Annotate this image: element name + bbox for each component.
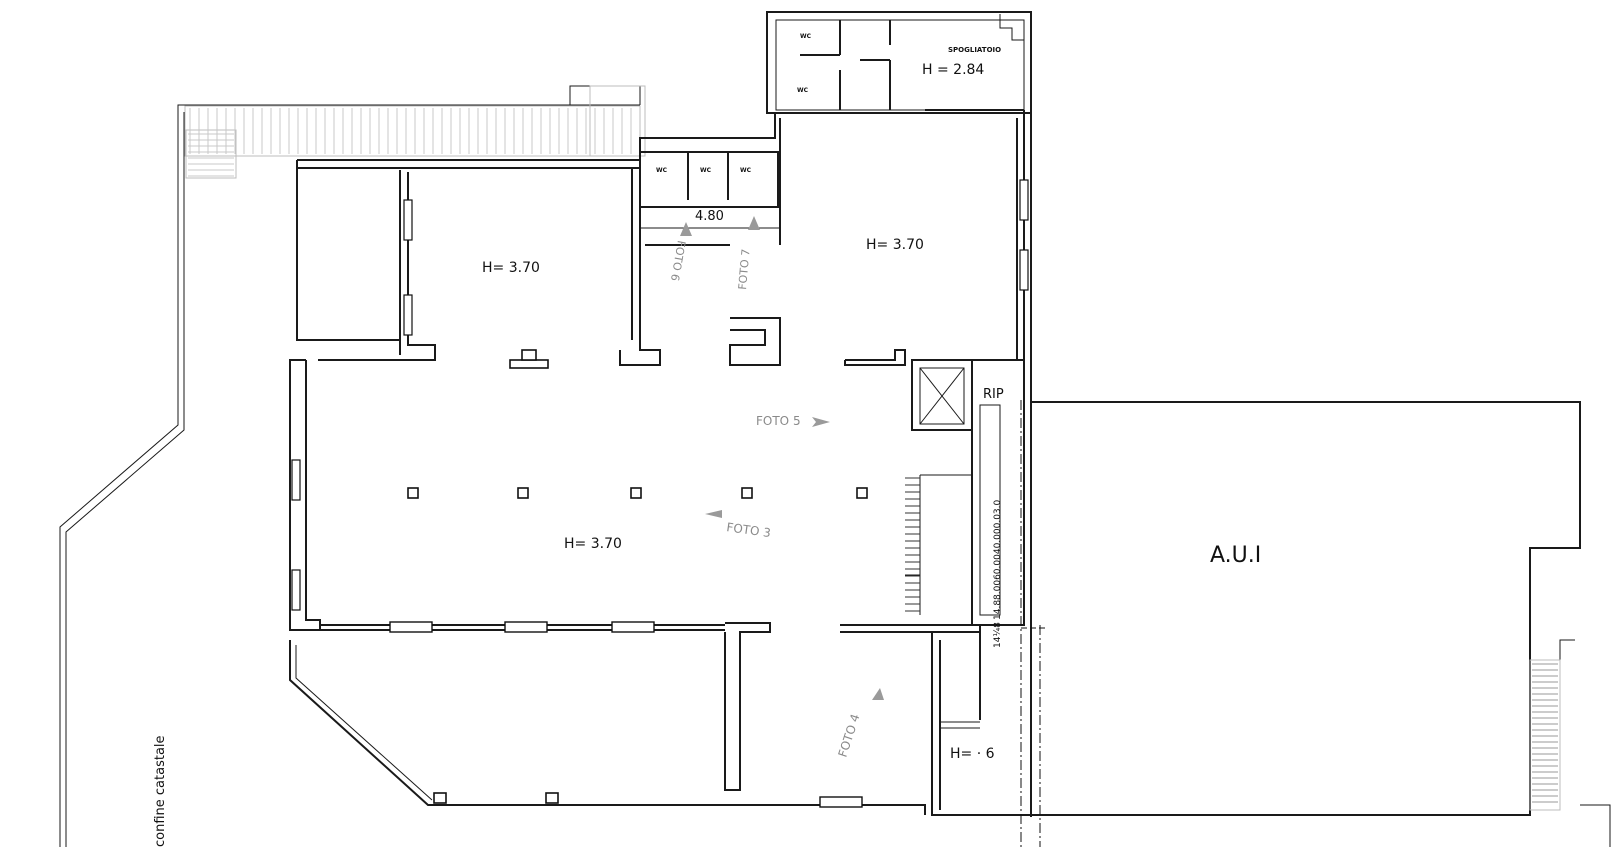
window xyxy=(819,796,863,808)
foto5-label: FOTO 5 xyxy=(756,414,801,428)
aui-stairs xyxy=(1532,663,1558,803)
small-room-height: H= · 6 xyxy=(950,746,995,762)
aui-label: A.U.I xyxy=(1210,543,1261,568)
dash-dot-line xyxy=(1020,400,1045,847)
aui-building xyxy=(1031,401,1611,847)
cadastral-boundary xyxy=(59,85,641,847)
spogliatoio-height: H = 2.84 xyxy=(922,62,984,78)
window xyxy=(1019,249,1029,291)
window xyxy=(504,621,548,633)
window xyxy=(611,621,655,633)
foto7-label: FOTO 7 xyxy=(736,248,753,290)
columns xyxy=(407,349,868,804)
spogliatoio-label: SPOGLIATOIO xyxy=(948,46,1001,54)
column xyxy=(521,349,537,361)
column xyxy=(741,487,753,499)
column xyxy=(545,792,559,804)
staircase xyxy=(905,477,920,612)
wc-label-mid-3: WC xyxy=(740,167,752,174)
window xyxy=(403,199,413,241)
wc-label-top-2: WC xyxy=(797,87,809,94)
column xyxy=(856,487,868,499)
main-hall-height: H= 3.70 xyxy=(564,536,622,552)
room-east-height: H= 3.70 xyxy=(866,237,924,253)
terrace-hatch xyxy=(184,85,646,179)
cadastral-code-1: 14¼8 xyxy=(993,622,1003,648)
confine-catastale-label: confine catastale xyxy=(153,735,168,847)
photo-arrows xyxy=(680,216,884,700)
wc-level-label: 4.80 xyxy=(695,209,724,224)
wc-label-mid-1: WC xyxy=(656,167,668,174)
column xyxy=(517,487,529,499)
foto3-label: FOTO 3 xyxy=(726,520,772,540)
windows xyxy=(291,179,1029,808)
window xyxy=(389,621,433,633)
window xyxy=(1019,179,1029,221)
window xyxy=(403,294,413,336)
window xyxy=(291,459,301,501)
rip-label: RIP xyxy=(983,387,1004,402)
room-west-height: H= 3.70 xyxy=(482,260,540,276)
column xyxy=(509,359,549,369)
hatch-lines xyxy=(188,108,632,177)
column xyxy=(433,792,447,804)
main-walls xyxy=(289,110,1032,817)
wc-label-mid-2: WC xyxy=(700,167,712,174)
column xyxy=(407,487,419,499)
foto4-label: FOTO 4 xyxy=(836,712,863,759)
cadastral-code-2: 14.88.0060.0040.000.03.0 xyxy=(993,499,1003,620)
window xyxy=(291,569,301,611)
column xyxy=(630,487,642,499)
upper-annex xyxy=(766,11,1032,114)
wc-label-top-1: WC xyxy=(800,33,812,40)
